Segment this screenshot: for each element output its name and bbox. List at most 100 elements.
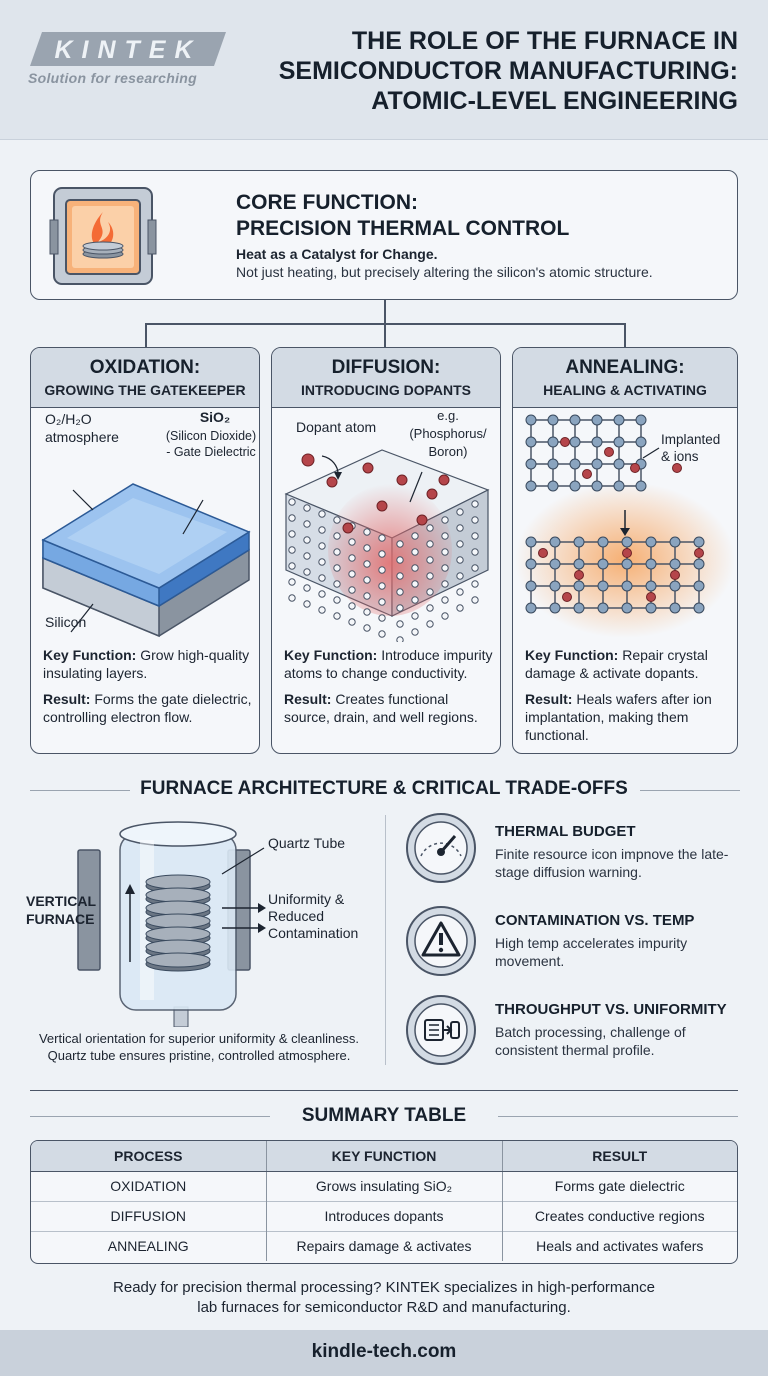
wafer bbox=[145, 939, 211, 955]
contamination-title: CONTAMINATION VS. TEMP bbox=[495, 912, 695, 929]
lattice-atom bbox=[591, 414, 603, 426]
lattice-atom bbox=[318, 510, 326, 518]
crystal-lattice bbox=[288, 462, 479, 642]
lattice-atom bbox=[441, 516, 449, 524]
lattice-atom bbox=[456, 508, 464, 516]
lattice-atom bbox=[525, 602, 537, 614]
lattice-atom bbox=[456, 588, 464, 596]
annealing-result: Result: Heals wafers after ion implantat… bbox=[525, 690, 735, 744]
warning-triangle-icon bbox=[406, 906, 476, 976]
section-rule-right bbox=[640, 790, 740, 791]
oxidation-column: OXIDATION: GROWING THE GATEKEEPER O₂/H₂O… bbox=[30, 347, 260, 754]
oxide-label-2: (Silicon Dioxide) bbox=[166, 429, 256, 443]
lattice-atom bbox=[411, 612, 419, 620]
section-rule-left bbox=[30, 790, 130, 791]
lattice-atom bbox=[569, 436, 581, 448]
atmosphere-label-1: O₂/H₂O bbox=[45, 411, 92, 427]
lattice-atom bbox=[471, 532, 479, 540]
kintek-logo: KINTEK bbox=[30, 32, 226, 66]
summary-rule-left bbox=[30, 1116, 270, 1117]
footer-promo-text: Ready for precision thermal processing? … bbox=[0, 1278, 768, 1318]
lattice-atom bbox=[396, 540, 404, 548]
atmosphere-label-2: atmosphere bbox=[45, 429, 119, 445]
summary-rule-right bbox=[498, 1116, 738, 1117]
uniformity-label-3: Contamination bbox=[268, 925, 359, 941]
lattice-atom bbox=[645, 580, 657, 592]
lattice-atom bbox=[426, 588, 434, 596]
key-label: Key Function: bbox=[43, 647, 137, 663]
lattice-atom bbox=[669, 558, 681, 570]
oxidation-title: OXIDATION: bbox=[89, 357, 201, 378]
lattice-atom bbox=[441, 580, 449, 588]
throughput-desc: Batch processing, challenge of consisten… bbox=[495, 1024, 686, 1058]
lattice-atom bbox=[318, 606, 326, 614]
column-header-result: RESULT bbox=[501, 1141, 737, 1172]
lattice-atom bbox=[471, 580, 479, 588]
architecture-section-title: FURNACE ARCHITECTURE & CRITICAL TRADE-OF… bbox=[140, 778, 628, 799]
lattice-atom bbox=[549, 536, 561, 548]
lattice-atom bbox=[378, 598, 386, 606]
dopant-atom bbox=[396, 474, 408, 486]
lattice-atom bbox=[693, 536, 705, 548]
lattice-atom bbox=[456, 604, 464, 612]
dopant-atom bbox=[342, 522, 354, 534]
diffusion-title: DIFFUSION: bbox=[331, 357, 441, 378]
lattice-atom bbox=[547, 458, 559, 470]
table-row: ANNEALING Repairs damage & activates Hea… bbox=[31, 1230, 737, 1261]
logo-tagline: Solution for researching bbox=[28, 70, 197, 86]
lattice-atom bbox=[378, 630, 386, 638]
contamination-desc: High temp accelerates impurity movement. bbox=[495, 935, 688, 969]
wafer bbox=[145, 926, 211, 942]
table-cell: Heals and activates wafers bbox=[501, 1230, 737, 1261]
result-label: Result: bbox=[284, 691, 332, 707]
diffusion-result: Result: Creates functional source, drain… bbox=[284, 690, 494, 726]
lattice-atom bbox=[363, 608, 371, 616]
annealing-text: Key Function: Repair crystal damage & ac… bbox=[525, 646, 735, 752]
lattice-atom bbox=[591, 458, 603, 470]
dopant-atom bbox=[426, 488, 438, 500]
annealing-column: ANNEALING: HEALING & ACTIVATING Implante… bbox=[512, 347, 738, 754]
key-text: Introduce impurity atoms to change condu… bbox=[284, 647, 493, 681]
core-title-line-2: PRECISION THERMAL CONTROL bbox=[236, 217, 570, 240]
dopant-ion bbox=[582, 469, 592, 479]
lattice-atom bbox=[426, 540, 434, 548]
lattice-atom bbox=[363, 544, 371, 552]
lattice-atom bbox=[363, 560, 371, 568]
connector-left bbox=[145, 323, 147, 348]
uniformity-label-1: Uniformity & bbox=[268, 891, 345, 907]
vertical-furnace-diagram bbox=[77, 821, 266, 1027]
result-label: Result: bbox=[525, 691, 573, 707]
column-header-key-function: KEY FUNCTION bbox=[265, 1141, 502, 1172]
key-text: Repair crystal damage & activate dopants… bbox=[525, 647, 708, 681]
dopant-atom bbox=[326, 476, 338, 488]
footer-url-link[interactable]: kindle-tech.com bbox=[311, 1341, 457, 1362]
dopant-ion bbox=[646, 592, 656, 602]
dopant-ion bbox=[694, 548, 704, 558]
dopant-ion bbox=[622, 548, 632, 558]
lattice-atom bbox=[363, 576, 371, 584]
footer-bar bbox=[0, 1330, 768, 1376]
lattice-atom bbox=[441, 532, 449, 540]
lattice-atom bbox=[471, 516, 479, 524]
diffusion-text: Key Function: Introduce impurity atoms t… bbox=[284, 646, 494, 734]
lattice-atom bbox=[613, 458, 625, 470]
oxidation-subtitle: GROWING THE GATEKEEPER bbox=[44, 382, 246, 398]
lattice-atom bbox=[591, 480, 603, 492]
lattice-atom bbox=[597, 602, 609, 614]
lattice-atom bbox=[318, 526, 326, 534]
table-row: DIFFUSION Introduces dopants Creates con… bbox=[31, 1200, 737, 1231]
lattice-atom bbox=[645, 558, 657, 570]
logo-text: KINTEK bbox=[54, 36, 201, 64]
dopant-ion bbox=[670, 570, 680, 580]
lattice-atom bbox=[441, 596, 449, 604]
lattice-atom bbox=[426, 524, 434, 532]
connector-middle bbox=[384, 323, 386, 348]
table-header-row: PROCESS KEY FUNCTION RESULT bbox=[31, 1141, 737, 1172]
lattice-atom bbox=[378, 534, 386, 542]
lattice-atom bbox=[303, 568, 311, 576]
lattice-atom bbox=[471, 564, 479, 572]
column-header-process: PROCESS bbox=[31, 1141, 266, 1172]
lattice-atom bbox=[573, 602, 585, 614]
throughput-title: THROUGHPUT VS. UNIFORMITY bbox=[495, 1001, 727, 1018]
wafer bbox=[145, 952, 211, 968]
